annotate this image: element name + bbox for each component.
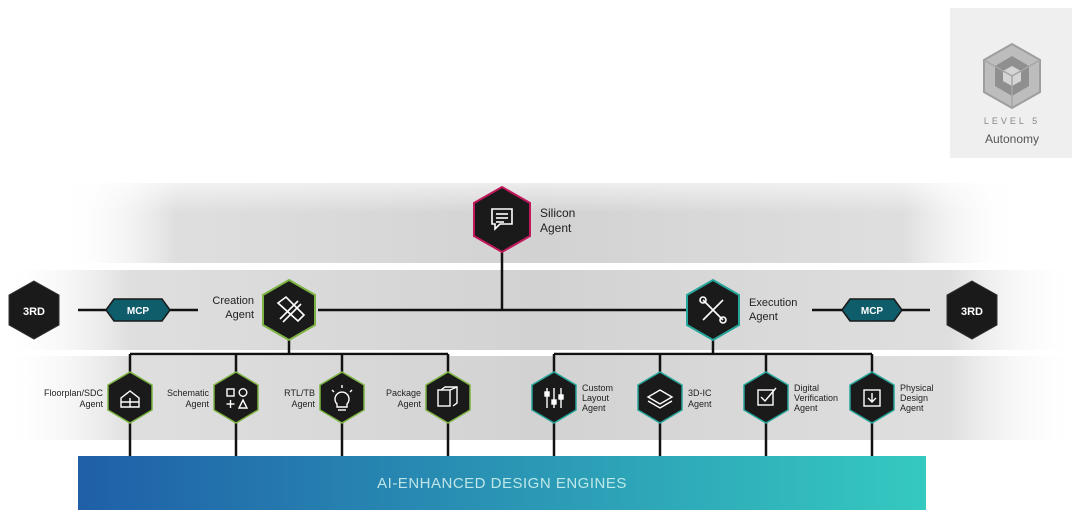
checkbox-icon: [757, 387, 777, 406]
package-label-1: Package: [386, 388, 421, 398]
custom-layout-label-1: Custom: [582, 383, 613, 393]
mcp-label-left: MCP: [127, 306, 150, 317]
shapes-icon: [226, 388, 249, 409]
creation-agent-node[interactable]: [262, 278, 316, 342]
third-party-node-left[interactable]: 3RD: [8, 280, 60, 340]
floorplan-icon: [120, 390, 140, 408]
lightbulb-icon: [331, 385, 353, 411]
physical-design-label-2: Design: [900, 393, 928, 403]
execution-child-custom-layout[interactable]: [531, 371, 577, 424]
download-box-icon: [863, 389, 881, 407]
chat-document-icon: [491, 208, 513, 231]
execution-agent-node[interactable]: [686, 278, 740, 342]
creation-agent-label-2: Agent: [225, 309, 254, 321]
execution-child-digital-verification[interactable]: [743, 371, 789, 424]
package-icon: [437, 386, 458, 407]
level-label: LEVEL 5: [984, 116, 1040, 126]
silicon-agent-node[interactable]: [473, 185, 531, 254]
third-party-label-right: 3RD: [961, 306, 983, 318]
mcp-pill-left[interactable]: MCP: [105, 298, 171, 322]
floorplan-label-1: Floorplan/SDC: [44, 388, 104, 398]
rtl-label-1: RTL/TB: [284, 388, 315, 398]
background-bands: [0, 183, 1080, 440]
schematic-label-2: Agent: [185, 399, 209, 409]
physical-design-label-3: Agent: [900, 403, 924, 413]
creation-child-schematic[interactable]: [213, 371, 259, 424]
wrench-screwdriver-icon: [699, 296, 727, 324]
silicon-agent-hex: [473, 185, 531, 254]
schematic-label-1: Schematic: [167, 388, 210, 398]
execution-child-3dic[interactable]: [637, 371, 683, 424]
design-engines-label: AI-ENHANCED DESIGN ENGINES: [377, 475, 627, 492]
3dic-label-2: Agent: [688, 399, 712, 409]
rtl-label-2: Agent: [291, 399, 315, 409]
custom-layout-label-2: Layout: [582, 393, 610, 403]
creation-child-package[interactable]: [425, 371, 471, 424]
silicon-agent-label-2: Agent: [540, 221, 572, 235]
mcp-pill-right[interactable]: MCP: [841, 298, 903, 322]
third-party-node-right[interactable]: 3RD: [946, 280, 998, 340]
creation-child-rtl[interactable]: [319, 371, 365, 424]
design-engines-bar: AI-ENHANCED DESIGN ENGINES: [78, 456, 926, 510]
custom-layout-label-3: Agent: [582, 403, 606, 413]
creation-agent-label-1: Creation: [212, 295, 254, 307]
connector-lines: [78, 252, 930, 458]
package-label-2: Agent: [397, 399, 421, 409]
sliders-icon: [544, 388, 564, 408]
cube-lattice-icon: [983, 42, 1041, 110]
autonomy-label: Autonomy: [985, 132, 1039, 146]
silicon-agent-label-1: Silicon: [540, 206, 575, 220]
digital-verification-label-3: Agent: [794, 403, 818, 413]
execution-agent-label-2: Agent: [749, 311, 778, 323]
execution-child-physical-design[interactable]: [849, 371, 895, 424]
creation-child-floorplan[interactable]: [107, 371, 153, 424]
physical-design-label-1: Physical: [900, 383, 934, 393]
third-party-label-left: 3RD: [23, 306, 45, 318]
digital-verification-label-1: Digital: [794, 383, 819, 393]
execution-agent-label-1: Execution: [749, 297, 797, 309]
pencil-ruler-icon: [276, 295, 306, 323]
3dic-label-1: 3D-IC: [688, 388, 712, 398]
layers-icon: [646, 389, 674, 409]
digital-verification-label-2: Verification: [794, 393, 838, 403]
mcp-label-right: MCP: [861, 306, 884, 317]
floorplan-label-2: Agent: [79, 399, 103, 409]
